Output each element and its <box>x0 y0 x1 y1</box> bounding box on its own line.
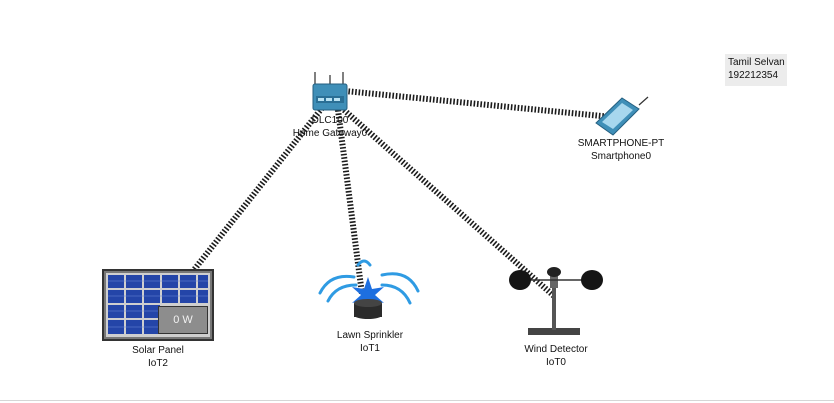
link-gateway-sprinkler <box>335 109 365 295</box>
solar-name-label: IoT2 <box>147 358 168 369</box>
note-line-1: Tamil Selvan <box>728 57 785 68</box>
lawn-sprinkler-icon <box>318 259 420 319</box>
smartphone-name-label: Smartphone0 <box>590 151 652 162</box>
link-gateway-solar <box>175 106 325 292</box>
home-gateway-icon <box>312 72 348 111</box>
bottom-divider <box>0 400 834 401</box>
wind-detector-icon <box>509 267 603 335</box>
link-gateway-smartphone <box>344 88 613 120</box>
gateway-model-label: DLC100 <box>311 115 349 126</box>
note-box[interactable]: Tamil Selvan 192212354 <box>725 54 787 86</box>
smartphone-icon <box>595 96 649 136</box>
sprinkler-name-label: IoT1 <box>359 343 380 354</box>
home-gateway[interactable] <box>310 70 350 112</box>
sprinkler-model-label: Lawn Sprinkler <box>336 330 404 341</box>
note-line-2: 192212354 <box>728 70 779 81</box>
smartphone[interactable] <box>592 95 652 137</box>
link-gateway-wind <box>342 107 556 299</box>
solar-power-readout: 0 W <box>158 306 208 334</box>
wind-detector[interactable] <box>506 266 606 338</box>
smartphone-model-label: SMARTPHONE-PT <box>577 138 665 149</box>
solar-model-label: Solar Panel <box>132 345 184 356</box>
lawn-sprinkler[interactable] <box>314 255 424 327</box>
gateway-name-label: Home Gateway0 <box>292 128 368 139</box>
wind-model-label: Wind Detector <box>524 344 588 355</box>
wind-name-label: IoT0 <box>545 357 566 368</box>
